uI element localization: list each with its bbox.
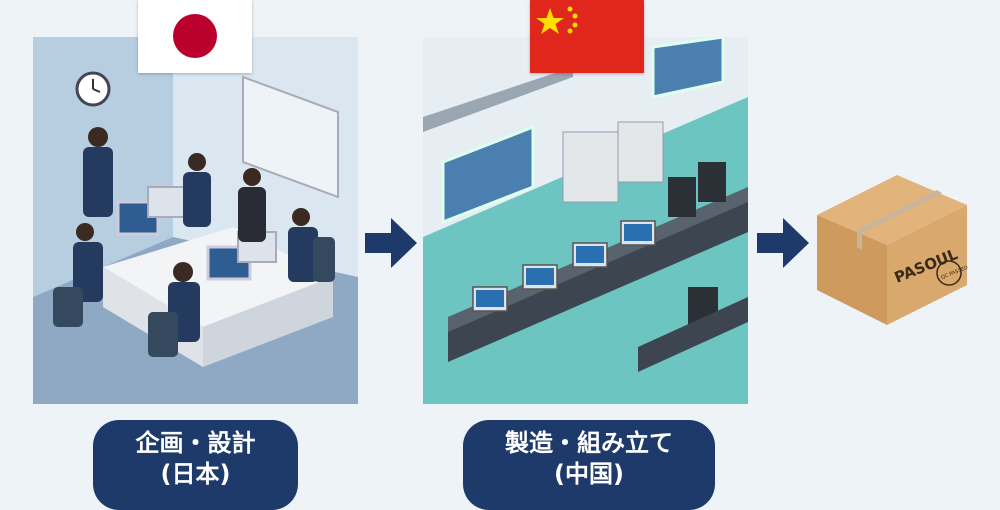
office-illustration: [33, 37, 358, 404]
step-label-line2: (中国): [554, 460, 624, 488]
factory-scene-panel: [423, 37, 748, 404]
arrow-right-icon: [757, 218, 809, 268]
japan-flag-icon: [138, 0, 252, 73]
step-label-line1: 製造・組み立て: [505, 429, 673, 457]
step-label-design-japan: 企画・設計 (日本): [93, 420, 298, 510]
step-label-line1: 企画・設計: [135, 429, 256, 457]
step-label-manufacturing-china: 製造・組み立て (中国): [463, 420, 715, 510]
cardboard-box-icon: PASOUL QC PASSED: [812, 165, 972, 330]
office-scene-panel: [33, 37, 358, 404]
clock-icon: [75, 71, 111, 107]
factory-illustration: [423, 37, 748, 404]
step-label-line2: (日本): [160, 460, 231, 488]
china-flag-icon: [530, 0, 644, 73]
arrow-right-icon: [365, 218, 417, 268]
window-blinds: [242, 75, 339, 199]
